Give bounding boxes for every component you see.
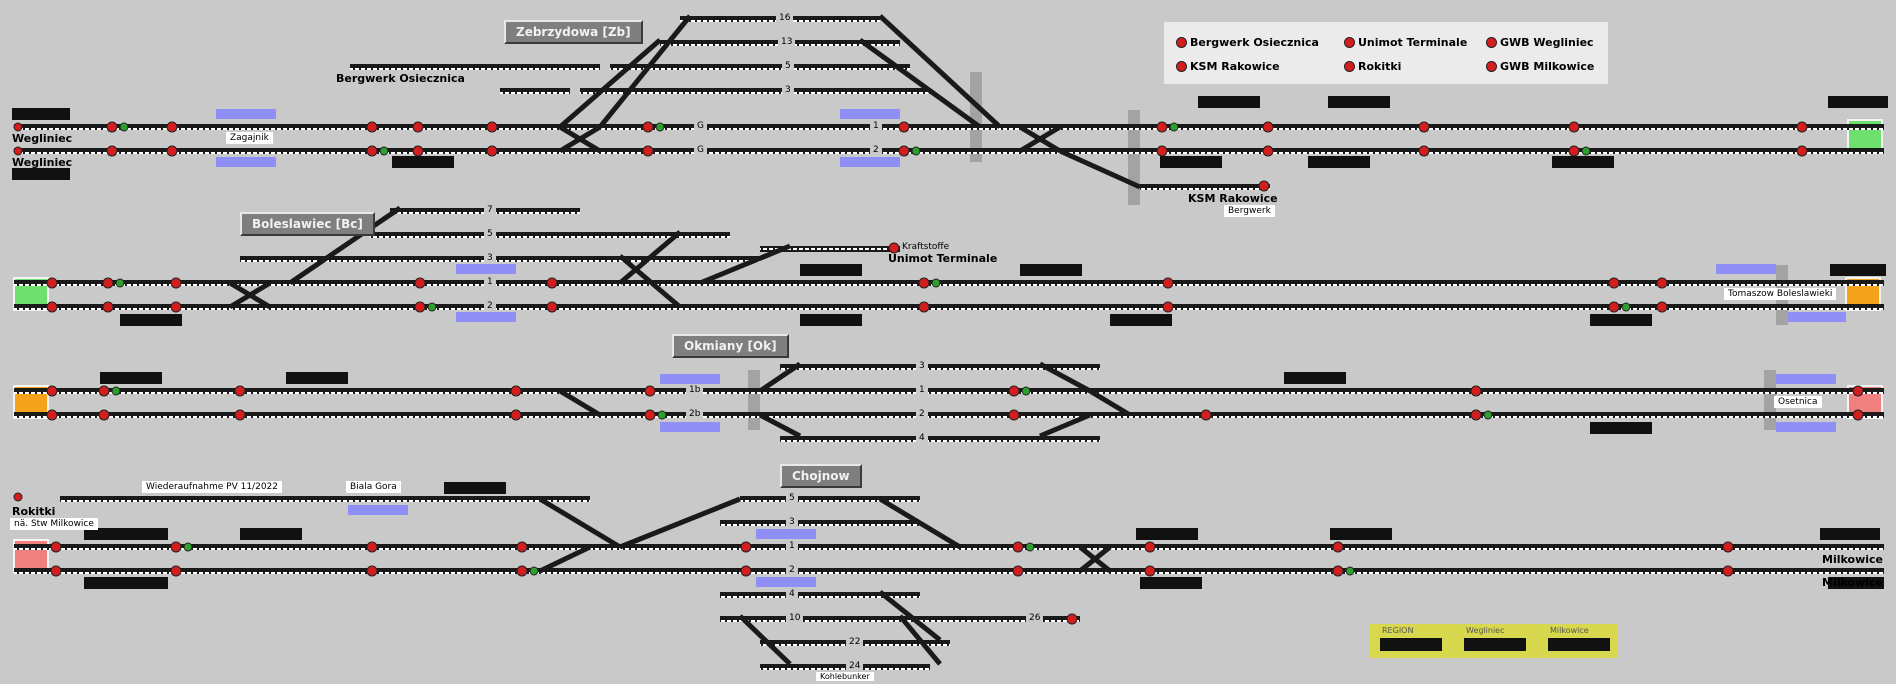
- signal-dot-icon: [1344, 37, 1355, 48]
- track-label-zb-g2: G: [694, 145, 707, 155]
- track-label-ok-2b: 2b: [686, 409, 704, 419]
- signal-dot-icon: [1486, 37, 1497, 48]
- track-label-zb-1: 1: [870, 121, 882, 131]
- track-label-zb-16: 16: [776, 13, 794, 23]
- track-label-ok-1: 1: [916, 385, 928, 395]
- main-tracks[interactable]: [14, 124, 1884, 574]
- region-milkowice-label: Milkowice: [1550, 626, 1589, 635]
- legend-label: GWB Wegliniec: [1500, 36, 1594, 49]
- legend-item-gwb-wegliniec[interactable]: GWB Wegliniec: [1486, 36, 1594, 49]
- track-label-ok-2: 2: [916, 409, 928, 419]
- track-label-ch-10: 10: [786, 613, 804, 623]
- track-label-ch-3: 3: [786, 517, 798, 527]
- legend-item-gwb-milkowice[interactable]: GWB Milkowice: [1486, 60, 1594, 73]
- signal-dot-icon: [1344, 61, 1355, 72]
- signals[interactable]: [13, 121, 1864, 625]
- legend-label: Rokitki: [1358, 60, 1402, 73]
- place-biala-gora: Biala Gora: [346, 481, 401, 493]
- place-ksm-rakowice: KSM Rakowice: [1188, 192, 1278, 205]
- platforms: [216, 109, 1846, 587]
- place-milkowice-top: Milkowice: [1822, 553, 1883, 566]
- place-wiederaufnahme: Wiederaufnahme PV 11/2022: [142, 481, 282, 493]
- place-tomaszow: Tomaszow Boleslawieki: [1724, 288, 1837, 300]
- track-label-ch-4: 4: [786, 589, 798, 599]
- region-milkowice-display: [1548, 638, 1610, 651]
- place-wegliniec-top: Wegliniec: [12, 132, 73, 145]
- place-osetnica: Osetnica: [1774, 396, 1822, 408]
- legend-item-unimot-terminale[interactable]: Unimot Terminale: [1344, 36, 1467, 49]
- region-display: [1380, 638, 1442, 651]
- station-title-boleslawiec: Boleslawiec [Bc]: [240, 212, 375, 236]
- signal-dot-icon: [1486, 61, 1497, 72]
- track-label-ok-4: 4: [916, 433, 928, 443]
- track-label-bc-2: 2: [484, 301, 496, 311]
- track-label-ch-1: 1: [786, 541, 798, 551]
- place-bergwerk: Bergwerk: [1224, 205, 1275, 217]
- legend-label: GWB Milkowice: [1500, 60, 1595, 73]
- station-title-okmiany: Okmiany [Ok]: [672, 334, 789, 358]
- legend-label: Unimot Terminale: [1358, 36, 1468, 49]
- crossovers[interactable]: [228, 14, 1142, 666]
- region-wegliniec-display: [1464, 638, 1526, 651]
- track-label-zb-3: 3: [782, 85, 794, 95]
- station-title-chojnow: Chojnow: [780, 464, 862, 488]
- place-kohlebunker: Kohlebunker: [816, 672, 874, 681]
- place-kraftstoffe: Kraftstoffe: [902, 242, 950, 252]
- signal-dot-icon: [1176, 37, 1187, 48]
- region-label: REGION: [1382, 626, 1414, 635]
- track-label-zb-2: 2: [870, 145, 882, 155]
- legend-item-bergwerk-osiecznica[interactable]: Bergwerk Osiecznica: [1176, 36, 1319, 49]
- legend-item-ksm-rakowice[interactable]: KSM Rakowice: [1176, 60, 1280, 73]
- signal-dot-icon: [1176, 61, 1187, 72]
- track-label-ch-26: 26: [1026, 613, 1044, 623]
- region-panel: REGION Wegliniec Milkowice: [1370, 624, 1618, 658]
- track-label-ok-3: 3: [916, 361, 928, 371]
- place-zagajnik: Zagajnik: [226, 132, 273, 144]
- legend-item-rokitki[interactable]: Rokitki: [1344, 60, 1401, 73]
- legend-label: KSM Rakowice: [1190, 60, 1280, 73]
- track-label-bc-3: 3: [484, 253, 496, 263]
- track-label-bc-7: 7: [484, 205, 496, 215]
- place-bergwerk-osiecznica: Bergwerk Osiecznica: [336, 72, 465, 85]
- track-label-zb-5: 5: [782, 61, 794, 71]
- legend-panel: Bergwerk Osiecznica Unimot Terminale GWB…: [1164, 22, 1608, 84]
- track-label-bc-5: 5: [484, 229, 496, 239]
- train-number-displays: [12, 96, 1888, 589]
- track-label-zb-13: 13: [778, 37, 796, 47]
- place-wegliniec-bottom: Wegliniec: [12, 156, 73, 169]
- track-label-ok-1b: 1b: [686, 385, 704, 395]
- place-milkowice-bottom: Milkowice: [1822, 576, 1883, 589]
- legend-label: Bergwerk Osiecznica: [1190, 36, 1319, 49]
- station-title-zebrzydowa: Zebrzydowa [Zb]: [504, 20, 643, 44]
- track-label-bc-1: 1: [484, 277, 496, 287]
- place-rokitki: Rokitki: [12, 505, 56, 518]
- track-label-zb-g1: G: [694, 121, 707, 131]
- place-unimot-terminale: Unimot Terminale: [888, 252, 998, 265]
- track-label-ch-24: 24: [846, 661, 864, 671]
- region-wegliniec-label: Wegliniec: [1466, 626, 1505, 635]
- track-label-ch-22: 22: [846, 637, 864, 647]
- place-na-stw-milkowice: nä. Stw Milkowice: [10, 518, 98, 530]
- track-label-ch-5: 5: [786, 493, 798, 503]
- track-label-ch-2: 2: [786, 565, 798, 575]
